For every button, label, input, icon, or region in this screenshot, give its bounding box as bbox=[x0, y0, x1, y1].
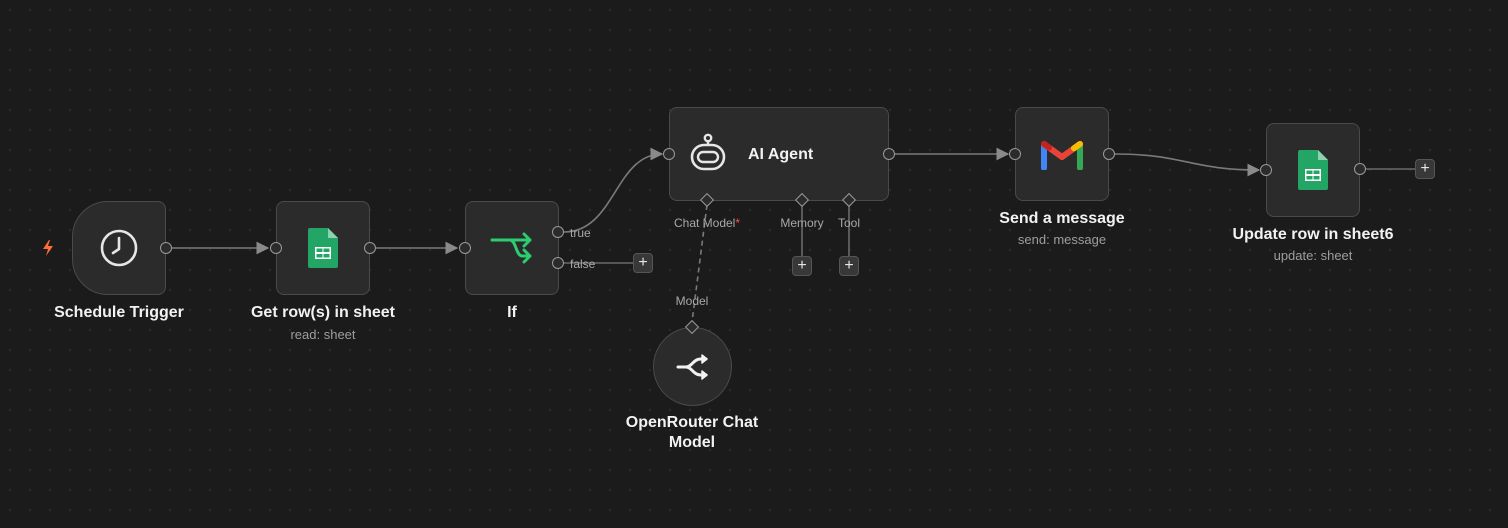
input-port[interactable] bbox=[270, 242, 282, 254]
node-subtitle: update: sheet bbox=[1273, 248, 1353, 263]
tool-label: Tool bbox=[837, 216, 861, 230]
output-port[interactable] bbox=[883, 148, 895, 160]
node-schedule-trigger[interactable] bbox=[72, 201, 166, 295]
node-subtitle: send: message bbox=[1017, 232, 1107, 247]
google-sheets-icon bbox=[1298, 150, 1328, 190]
output-label-false: false bbox=[570, 257, 596, 271]
input-port[interactable] bbox=[1009, 148, 1021, 160]
node-title: Get row(s) in sheet bbox=[250, 304, 396, 321]
connection-if-true-to-agent[interactable] bbox=[563, 147, 664, 233]
gmail-icon bbox=[1041, 141, 1083, 170]
add-memory-button[interactable]: + bbox=[792, 256, 812, 276]
node-title: Send a message bbox=[999, 210, 1125, 227]
openrouter-icon bbox=[676, 353, 708, 380]
node-title: Schedule Trigger bbox=[54, 304, 184, 321]
memory-label: Memory bbox=[780, 216, 824, 230]
node-if[interactable] bbox=[465, 201, 559, 295]
connection-model-dashed[interactable] bbox=[691, 204, 708, 323]
add-node-button[interactable]: + bbox=[633, 253, 653, 273]
node-update-row[interactable] bbox=[1266, 123, 1360, 217]
input-port[interactable] bbox=[459, 242, 471, 254]
output-port[interactable] bbox=[1103, 148, 1115, 160]
node-title: Update row in sheet6 bbox=[1232, 226, 1394, 243]
output-port-false[interactable] bbox=[552, 257, 564, 269]
output-label-true: true bbox=[570, 226, 591, 240]
input-port[interactable] bbox=[663, 148, 675, 160]
google-sheets-icon bbox=[308, 228, 338, 268]
node-openrouter-chat-model[interactable] bbox=[653, 327, 732, 406]
node-title-line2: Model bbox=[668, 434, 716, 451]
required-mark: * bbox=[735, 216, 741, 230]
chat-model-label: Chat Model* bbox=[673, 216, 741, 230]
trigger-bolt-icon bbox=[43, 240, 53, 256]
add-tool-button[interactable]: + bbox=[839, 256, 859, 276]
branch-icon bbox=[490, 232, 532, 264]
clock-icon bbox=[100, 229, 138, 267]
output-port-true[interactable] bbox=[552, 226, 564, 238]
model-connection-label: Model bbox=[675, 294, 709, 308]
input-port[interactable] bbox=[1260, 164, 1272, 176]
node-subtitle: read: sheet bbox=[290, 327, 356, 342]
node-get-rows[interactable] bbox=[276, 201, 370, 295]
connection-gmail-to-update[interactable] bbox=[1113, 153, 1261, 177]
node-send-message[interactable] bbox=[1015, 107, 1109, 201]
node-title: If bbox=[507, 304, 517, 321]
node-ai-agent[interactable]: AI Agent bbox=[669, 107, 889, 201]
output-port[interactable] bbox=[1354, 163, 1366, 175]
robot-icon bbox=[690, 133, 726, 171]
add-node-button[interactable]: + bbox=[1415, 159, 1435, 179]
node-title: AI Agent bbox=[748, 146, 814, 163]
output-port[interactable] bbox=[160, 242, 172, 254]
output-port[interactable] bbox=[364, 242, 376, 254]
node-title-line1: OpenRouter Chat bbox=[625, 414, 759, 431]
